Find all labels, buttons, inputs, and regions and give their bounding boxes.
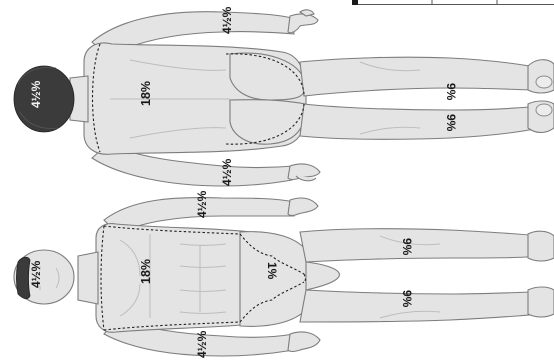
- top-ruler-fragment: [352, 0, 554, 5]
- front-lower-leg: [300, 290, 540, 322]
- back-figure: 4½% 18% 4½% 4½% 9% 9%: [14, 6, 554, 186]
- front-upper-leg: [300, 229, 540, 262]
- front-genitals-label: 1%: [265, 262, 279, 280]
- front-upper-foot: [528, 231, 554, 261]
- front-lower-foot: [528, 287, 554, 317]
- back-lower-arm-label: 4½%: [220, 158, 234, 186]
- back-upper-leg-label: 9%: [444, 83, 458, 101]
- back-upper-hand: [288, 14, 318, 33]
- front-trunk-label: 18%: [139, 259, 153, 284]
- back-lower-leg-label: 9%: [444, 114, 458, 132]
- back-head-label: 4½%: [29, 80, 43, 108]
- front-upper-arm-label: 4½%: [195, 190, 209, 218]
- front-head-label: 4½%: [29, 260, 43, 288]
- back-lower-leg: [300, 104, 540, 139]
- front-upper-leg-label: 9%: [400, 238, 414, 256]
- front-lower-hand: [288, 332, 320, 352]
- back-upper-leg: [300, 57, 540, 96]
- back-upper-arm-label: 4½%: [220, 6, 234, 34]
- front-upper-hand: [288, 198, 318, 216]
- front-lower-leg-label: 9%: [400, 290, 414, 308]
- back-trunk-label: 18%: [139, 81, 153, 106]
- front-lower-arm-label: 4½%: [195, 330, 209, 358]
